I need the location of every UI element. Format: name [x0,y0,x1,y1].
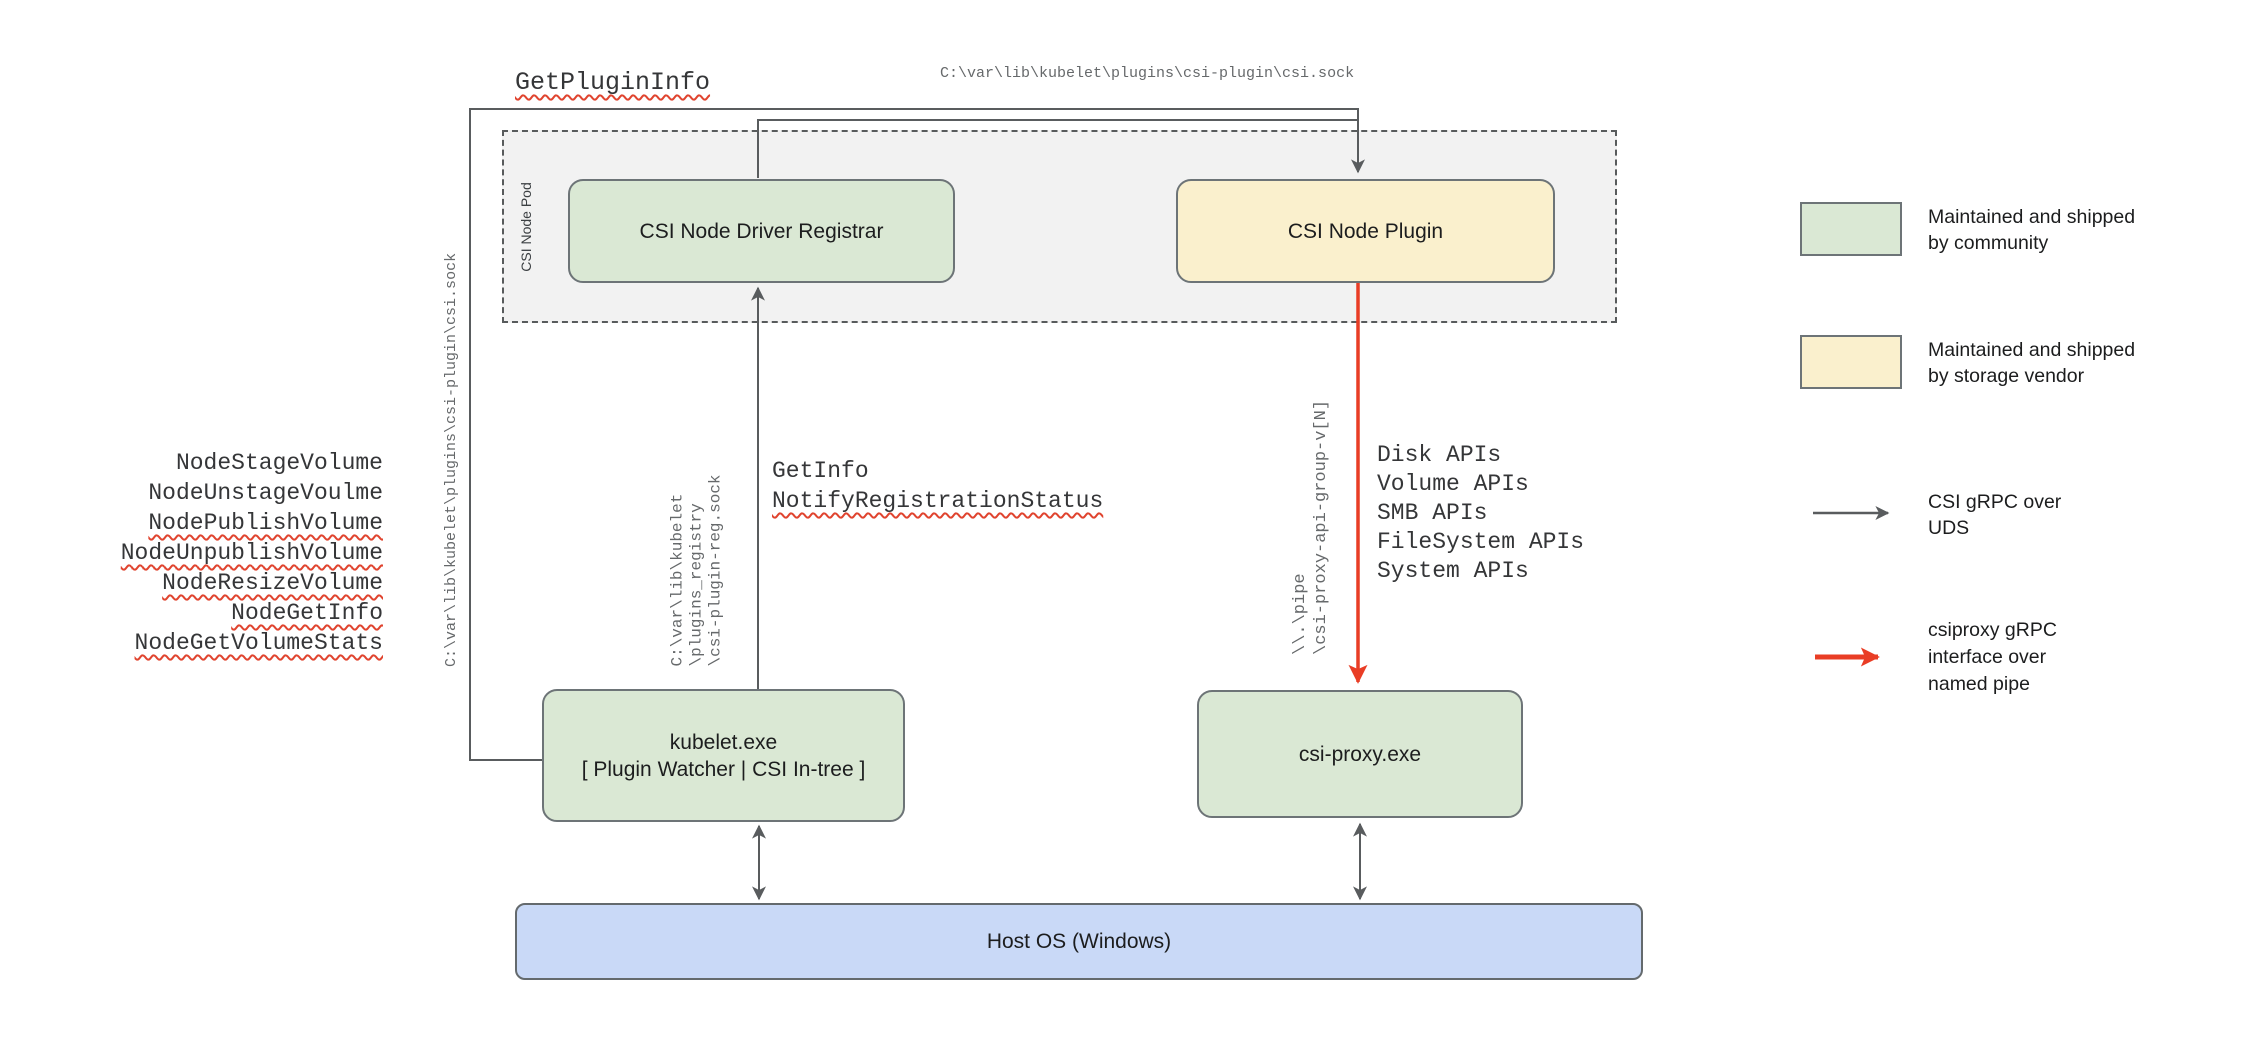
csi-proxy-box: csi-proxy.exe [1197,690,1523,818]
csi-node-pod-label: CSI Node Pod [518,182,534,272]
legend-line: csiproxy gRPC [1928,619,2057,641]
registrar-to-plugin-connector [757,119,1357,178]
api-call: System APIs [1377,558,1529,584]
proxy-api-list: Disk APIs Volume APIs SMB APIs FileSyste… [1377,441,1584,586]
get-plugin-info-label: GetPluginInfo [515,68,711,97]
csi-sock-path-vertical-label: C:\var\lib\kubelet\plugins\csi-plugin\cs… [443,252,460,667]
csi-node-plugin-box: CSI Node Plugin [1176,179,1555,283]
registry-path-vertical-label: C:\var\lib\kubelet \plugins_registry \cs… [668,467,726,667]
legend-line: named pipe [1928,673,2030,695]
node-call: NodeUnstageVoulme [148,480,383,506]
legend-line: by community [1928,232,2049,254]
node-call: NodeGetInfo [231,600,383,626]
node-call: NodeResizeVolume [162,570,383,596]
legend-community-swatch [1800,202,1902,256]
registry-path-line: C:\var\lib\kubelet [668,493,687,667]
legend-line: UDS [1928,517,1970,539]
registry-path-line: \plugins_registry [687,503,706,667]
pipe-path-line: \\.\pipe [1291,573,1310,655]
legend-namedpipe-label: csiproxy gRPC interface over named pipe [1928,617,2057,698]
host-os-box: Host OS (Windows) [515,903,1643,980]
notify-registration-status-label: NotifyRegistrationStatus [772,488,1104,514]
node-call: NodePublishVolume [148,510,383,536]
api-call: Volume APIs [1377,471,1529,497]
registration-calls-list: GetInfo NotifyRegistrationStatus [772,456,1103,516]
api-call: Disk APIs [1377,442,1502,468]
legend-uds-label: CSI gRPC over UDS [1928,489,2061,541]
csi-node-driver-registrar-box: CSI Node Driver Registrar [568,179,955,283]
node-call: NodeGetVolumeStats [134,630,383,656]
legend-vendor-label: Maintained and shipped by storage vendor [1928,337,2135,389]
node-call: NodeUnpublishVolume [120,540,383,566]
get-info-label: GetInfo [772,458,869,484]
api-call: FileSystem APIs [1377,529,1585,555]
csi-node-driver-registrar-title: CSI Node Driver Registrar [639,219,884,243]
csi-sock-path-label: C:\var\lib\kubelet\plugins\csi-plugin\cs… [940,65,1355,82]
legend-vendor-swatch [1800,335,1902,389]
named-pipe-path-vertical-label: \\.\pipe \csi-proxy-api-group-v[N] [1290,395,1332,655]
kubelet-subtitle: [ Plugin Watcher | CSI In-tree ] [581,757,866,781]
host-os-title: Host OS (Windows) [986,930,1172,953]
legend-line: interface over [1928,646,2047,668]
node-call: NodeStageVolume [175,450,383,476]
pipe-path-line: \csi-proxy-api-group-v[N] [1312,399,1331,655]
legend-line: Maintained and shipped [1928,206,2136,228]
legend-line: Maintained and shipped [1928,339,2136,361]
legend-line: CSI gRPC over [1928,491,2062,513]
legend-line: by storage vendor [1928,365,2085,387]
legend-community-label: Maintained and shipped by community [1928,204,2135,256]
csi-node-plugin-title: CSI Node Plugin [1287,219,1444,243]
node-calls-list: NodeStageVolume NodeUnstageVoulme NodePu… [95,448,383,658]
kubelet-box: kubelet.exe [ Plugin Watcher | CSI In-tr… [542,689,905,822]
kubelet-title: kubelet.exe [669,730,778,754]
kubelet-to-plugin-connector [469,108,1365,761]
csi-proxy-title: csi-proxy.exe [1298,742,1422,766]
registry-path-line: \csi-plugin-reg.sock [706,474,725,667]
api-call: SMB APIs [1377,500,1488,526]
